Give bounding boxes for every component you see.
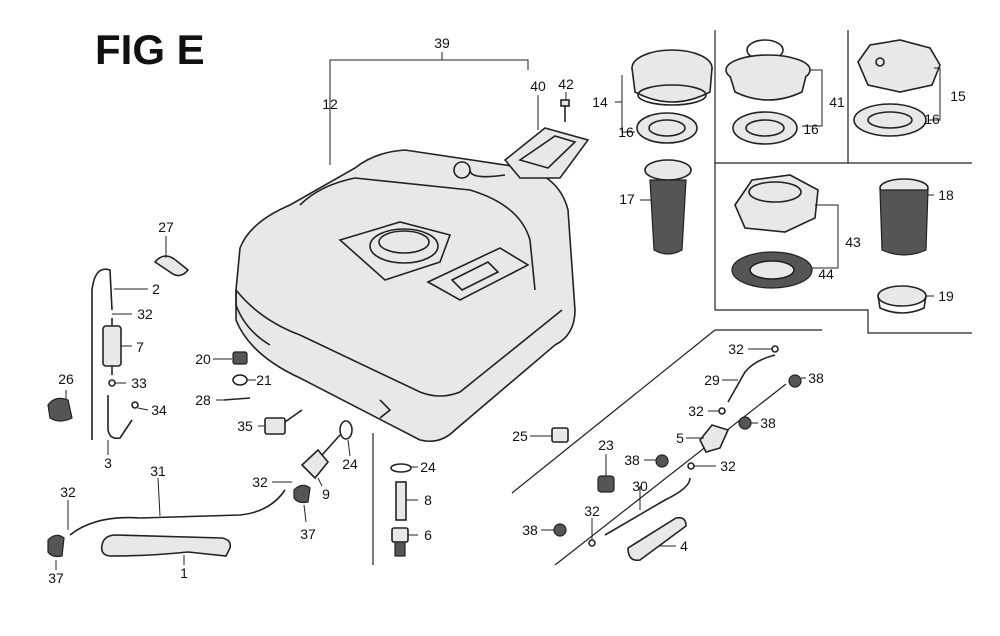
callout-38-c: 38 <box>624 452 640 468</box>
clip-34 <box>131 401 139 409</box>
gasket-44 <box>731 251 813 289</box>
clamp-37-a <box>47 534 65 558</box>
fuel-line-2 <box>91 268 113 440</box>
callout-8: 8 <box>424 492 432 508</box>
fuel-line-3 <box>107 395 133 440</box>
callout-44: 44 <box>818 266 834 282</box>
fuel-cap-41 <box>725 39 811 101</box>
callout-24-a: 24 <box>342 456 358 472</box>
tube-4 <box>627 516 687 562</box>
fuel-hose-31 <box>69 489 286 536</box>
fuel-pump-5 <box>699 424 730 453</box>
bolt-20 <box>232 351 248 365</box>
clip-27 <box>153 255 190 277</box>
fuel-pipe-29 <box>727 354 776 403</box>
fuel-cap-43 <box>734 174 819 233</box>
callout-20: 20 <box>195 351 211 367</box>
callout-32-f: 32 <box>252 474 268 490</box>
callout-14: 14 <box>592 94 608 110</box>
fuel-joint-35 <box>264 409 303 435</box>
nut-25 <box>551 427 569 443</box>
strainer-ring-19 <box>877 285 927 314</box>
callout-26: 26 <box>58 371 74 387</box>
fuel-cap-14 <box>631 49 713 106</box>
callout-16-a: 16 <box>618 124 634 140</box>
part-28 <box>223 397 251 401</box>
gasket-16-b <box>732 111 798 145</box>
gauge-screw <box>560 99 570 122</box>
fuel-gauge <box>453 127 590 179</box>
fuel-filter-7 <box>102 318 122 375</box>
grommet-23 <box>597 475 615 493</box>
callout-42: 42 <box>558 76 574 92</box>
callout-38-d: 38 <box>522 522 538 538</box>
callout-29: 29 <box>704 372 720 388</box>
callout-16-b: 16 <box>803 121 819 137</box>
callout-39: 39 <box>434 35 450 51</box>
callout-28: 28 <box>195 392 211 408</box>
callout-16-c: 16 <box>924 111 940 127</box>
callout-18: 18 <box>938 187 954 203</box>
callout-32-b: 32 <box>728 341 744 357</box>
clamp-26 <box>47 397 73 422</box>
fuel-cap-15 <box>857 39 941 93</box>
clamps-38 <box>553 374 802 537</box>
callout-27: 27 <box>158 219 174 235</box>
callout-25: 25 <box>512 428 528 444</box>
hose-1 <box>100 534 232 557</box>
callout-41: 41 <box>829 94 845 110</box>
callout-38-b: 38 <box>760 415 776 431</box>
clip-33 <box>108 379 116 387</box>
fuel-pipe-30 <box>604 477 691 536</box>
callout-1: 1 <box>180 565 188 581</box>
callout-24-b: 24 <box>420 459 436 475</box>
inset-frames <box>714 30 972 334</box>
callout-15: 15 <box>950 88 966 104</box>
drain-plug-6 <box>391 527 409 557</box>
figure-title: FIG E <box>95 26 205 73</box>
o-ring-24-b <box>390 463 412 473</box>
callout-37-b: 37 <box>48 570 64 586</box>
callout-12: 12 <box>322 96 338 112</box>
fuel-tank <box>235 149 576 443</box>
callout-labels: 39 12 40 42 14 16 41 16 15 16 17 43 44 1… <box>48 35 966 586</box>
callout-33: 33 <box>131 375 147 391</box>
callout-9: 9 <box>322 486 330 502</box>
washer-21 <box>232 374 248 386</box>
strainer-17 <box>644 159 692 255</box>
callout-38-a: 38 <box>808 370 824 386</box>
callout-35: 35 <box>237 418 253 434</box>
callout-19: 19 <box>938 288 954 304</box>
callout-37-a: 37 <box>300 526 316 542</box>
callout-21: 21 <box>256 372 272 388</box>
callout-30: 30 <box>632 478 648 494</box>
callout-32-a: 32 <box>137 306 153 322</box>
screen-8 <box>395 481 407 521</box>
callout-7: 7 <box>136 339 144 355</box>
callout-23: 23 <box>598 437 614 453</box>
callout-3: 3 <box>104 455 112 471</box>
o-ring-24-a <box>339 420 353 440</box>
callout-43: 43 <box>845 234 861 250</box>
gasket-16-c <box>853 103 927 137</box>
fuel-valve-9 <box>300 434 341 480</box>
leader-lines <box>55 52 941 570</box>
section-dividers <box>372 329 822 566</box>
callout-34: 34 <box>151 402 167 418</box>
callout-40: 40 <box>530 78 546 94</box>
callout-6: 6 <box>424 527 432 543</box>
callout-32-c: 32 <box>688 403 704 419</box>
callout-32-d: 32 <box>720 458 736 474</box>
callout-5: 5 <box>676 430 684 446</box>
clamp-37-b <box>293 484 311 504</box>
callout-32-g: 32 <box>60 484 76 500</box>
callout-2: 2 <box>152 281 160 297</box>
gasket-16-a <box>636 112 698 144</box>
callout-4: 4 <box>680 538 688 554</box>
callout-31: 31 <box>150 463 166 479</box>
strainer-18 <box>879 178 929 256</box>
callout-32-e: 32 <box>584 503 600 519</box>
callout-17: 17 <box>619 191 635 207</box>
